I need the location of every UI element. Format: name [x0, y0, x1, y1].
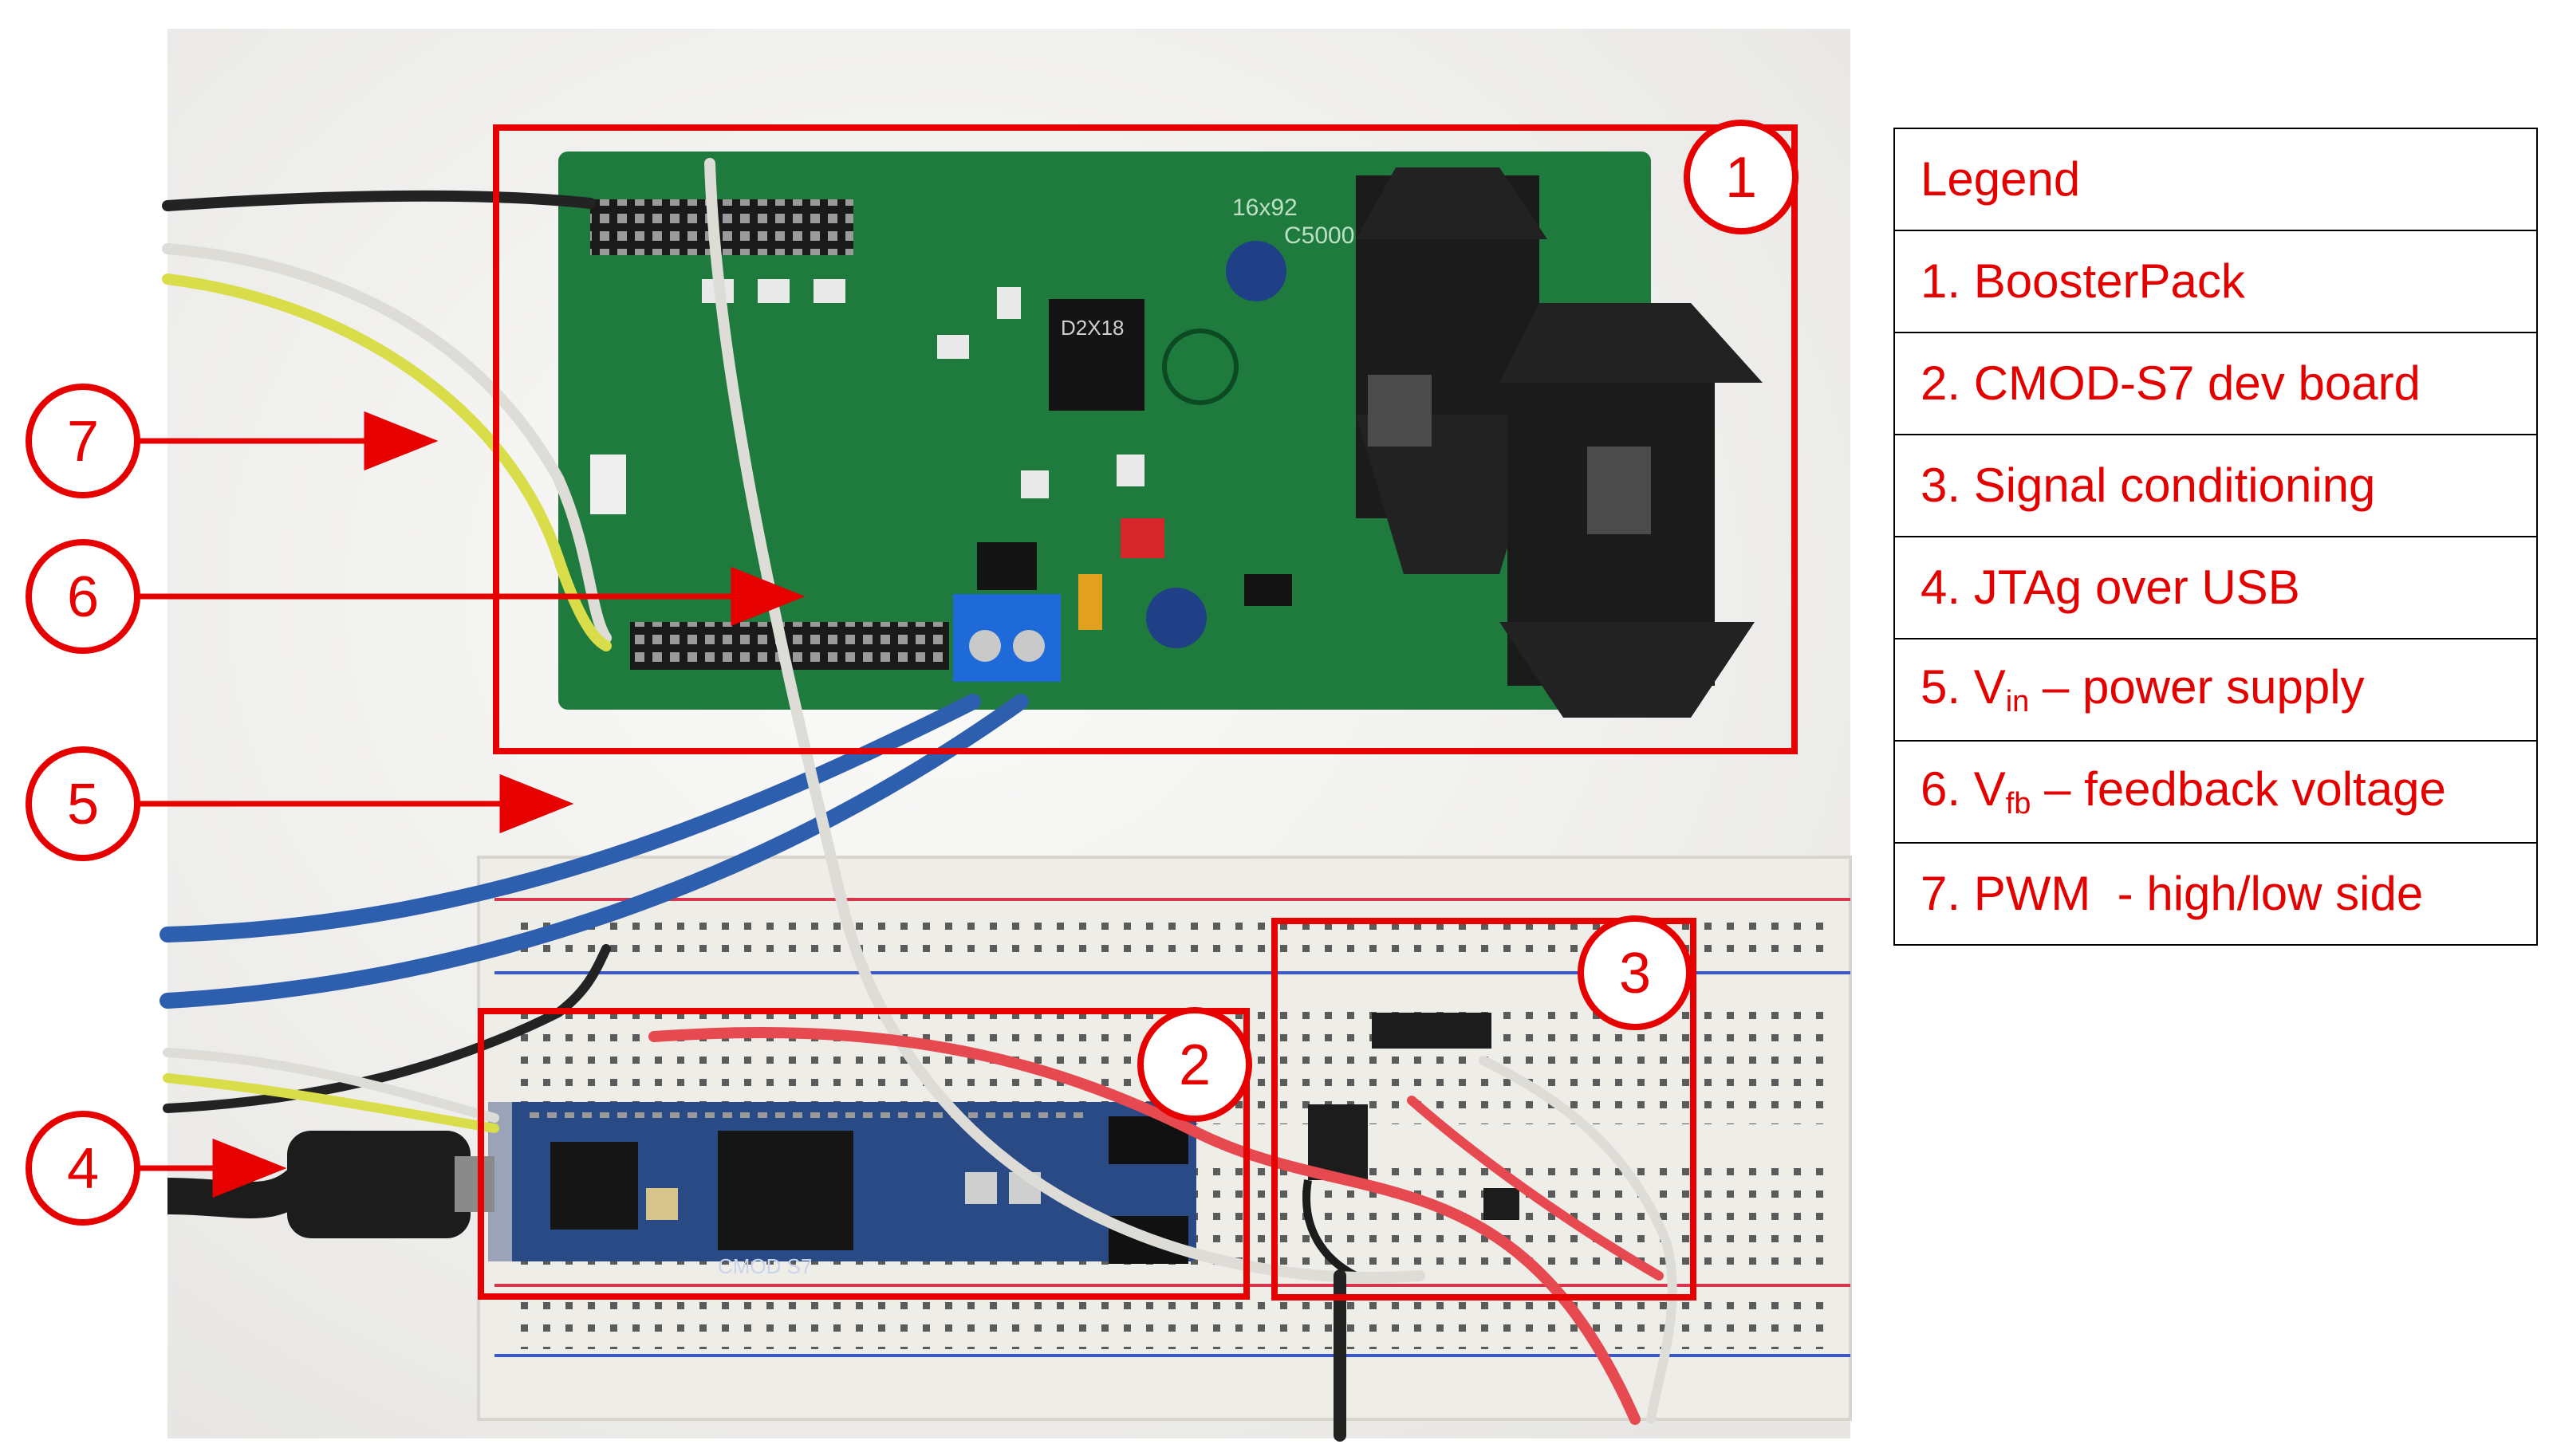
legend-row: 4. JTAg over USB — [1893, 536, 2538, 639]
signal-conditioning-components — [1302, 1013, 1519, 1280]
legend-item-boosterpack: 1. BoosterPack — [1893, 230, 2538, 333]
legend-row: 3. Signal conditioning — [1893, 434, 2538, 537]
callout-circles: 7 6 5 4 1 2 3 — [26, 120, 1798, 1226]
box-1-boosterpack — [493, 124, 1798, 754]
callout-circle-2 — [1137, 1007, 1252, 1122]
callout-circle-3 — [1578, 915, 1692, 1030]
box-3-signal-conditioning — [1271, 918, 1696, 1301]
callout-circle-1 — [1684, 120, 1798, 234]
legend-vfb-prefix: 6. V — [1921, 761, 2006, 816]
wire-red-sc — [1407, 1096, 1664, 1281]
legend-item-signal-conditioning: 3. Signal conditioning — [1893, 434, 2538, 537]
legend-title: Legend — [1893, 128, 2538, 231]
boosterpack-silkscreen-3: D2X18 — [1061, 316, 1125, 340]
callout-circle-6 — [26, 539, 140, 654]
callout-4: 4 — [67, 1137, 99, 1201]
cmod-s7-board: CMOD S7 — [488, 1102, 1196, 1278]
callout-1: 1 — [1725, 146, 1757, 210]
legend-row: 1. BoosterPack — [1893, 230, 2538, 333]
legend-row: 6. Vfb – feedback voltage — [1893, 740, 2538, 844]
box-2-cmod — [478, 1008, 1250, 1300]
wire-yellow — [162, 273, 612, 651]
legend-item-cmod: 2. CMOD-S7 dev board — [1893, 332, 2538, 435]
legend-vin-suffix: – power supply — [2029, 659, 2365, 714]
wire-white-lower — [163, 1048, 499, 1123]
callout-3: 3 — [1619, 942, 1651, 1005]
wire-blue-1 — [160, 694, 981, 942]
legend-vfb-subscript: fb — [2005, 786, 2031, 820]
callout-6: 6 — [67, 565, 99, 629]
annotation-arrows — [136, 411, 806, 1198]
callout-circle-4 — [26, 1111, 140, 1226]
usb-cable — [167, 1131, 494, 1238]
legend-item-vin: 5. Vin – power supply — [1893, 638, 2538, 742]
wire-black-top — [162, 190, 596, 211]
callout-7: 7 — [67, 410, 99, 474]
boosterpack-silkscreen-2: 16x92 — [1232, 195, 1298, 221]
callout-circle-7 — [26, 384, 140, 498]
legend-item-vfb: 6. Vfb – feedback voltage — [1893, 740, 2538, 844]
boosterpack-silkscreen-1: C5000 — [1284, 222, 1354, 249]
wire-blue-2 — [160, 694, 1029, 1009]
legend-vfb-suffix: – feedback voltage — [2031, 761, 2446, 816]
wire-red — [648, 1027, 1641, 1425]
wire-white-left — [162, 243, 612, 643]
callout-5: 5 — [67, 773, 99, 836]
legend-vin-subscript: in — [2005, 684, 2030, 718]
callout-2: 2 — [1179, 1033, 1211, 1097]
legend-item-jtag: 4. JTAg over USB — [1893, 536, 2538, 639]
legend-row: 7. PWM - high/low side — [1893, 842, 2538, 946]
wire-white-long — [704, 158, 1425, 1284]
legend-vin-prefix: 5. V — [1921, 659, 2006, 714]
legend-table: Legend 1. BoosterPack 2. CMOD-S7 dev boa… — [1893, 128, 2538, 946]
legend-row: 5. Vin – power supply — [1893, 638, 2538, 742]
cmod-silkscreen: CMOD S7 — [718, 1254, 812, 1278]
wire-white-sc — [1479, 1056, 1677, 1424]
legend-row: 2. CMOD-S7 dev board — [1893, 332, 2538, 435]
wire-yellow-lower — [163, 1073, 499, 1133]
legend-title-row: Legend — [1893, 128, 2538, 231]
legend-item-pwm: 7. PWM - high/low side — [1893, 842, 2538, 946]
annotation-boxes — [478, 124, 1798, 1301]
heatsinks — [1356, 167, 1763, 718]
callout-circle-5 — [26, 746, 140, 861]
